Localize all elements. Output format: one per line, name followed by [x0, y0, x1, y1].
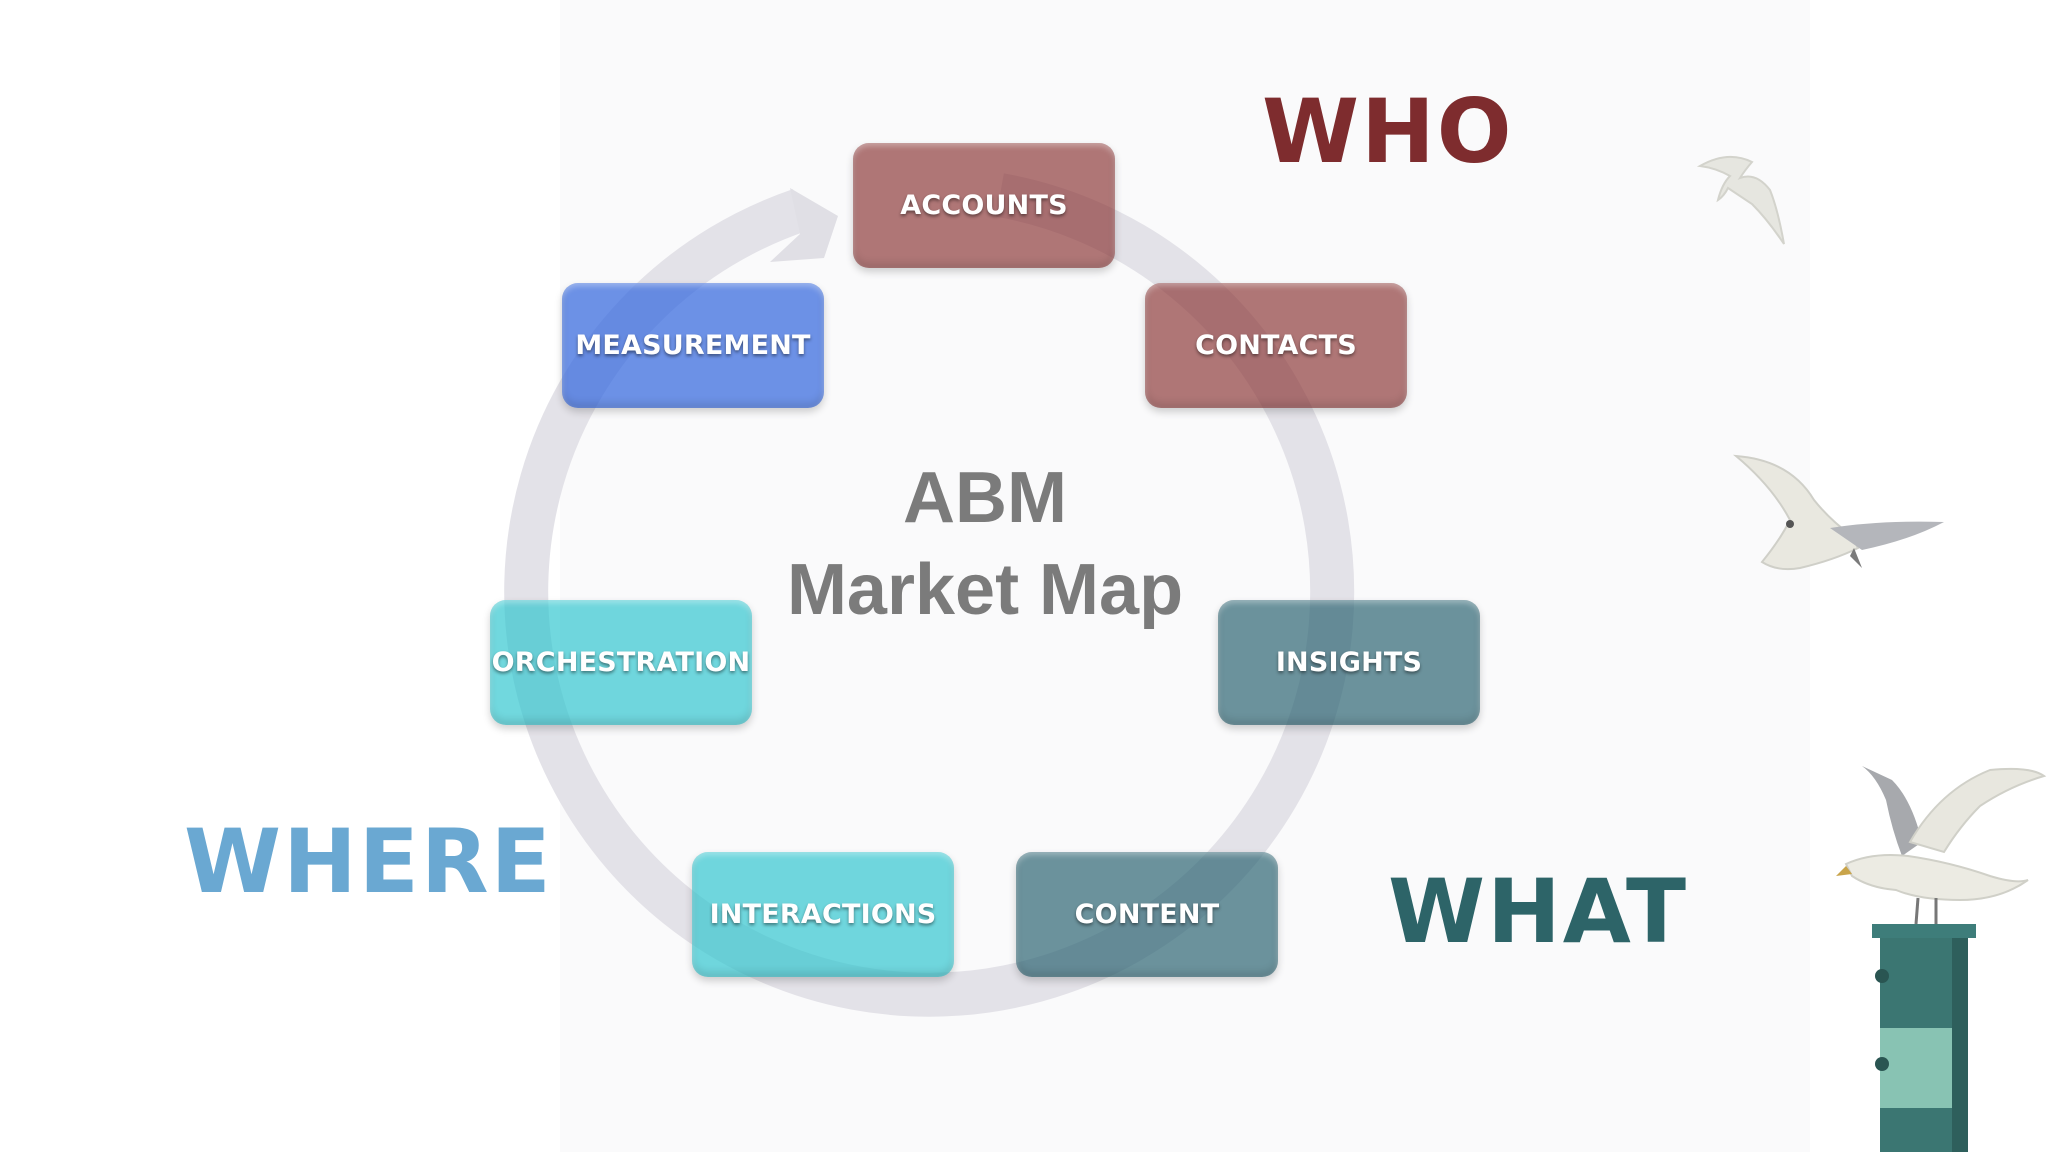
node-insights: INSIGHTS: [1218, 600, 1480, 725]
heading-where: WHERE: [184, 810, 553, 913]
heading-what: WHAT: [1388, 860, 1689, 963]
node-accounts: ACCOUNTS: [853, 143, 1115, 268]
center-title-line2: Market Map: [786, 550, 1184, 630]
node-interactions: INTERACTIONS: [692, 852, 954, 977]
cycle-ring: [504, 173, 1355, 1017]
center-title: ABM Market Map: [760, 452, 1210, 636]
seagull-icon: [1696, 155, 1785, 245]
center-title-line1: ABM: [903, 458, 1067, 538]
node-contacts: CONTACTS: [1145, 283, 1407, 408]
seagull-icon: [1732, 454, 1944, 571]
node-orchestration: ORCHESTRATION: [490, 600, 752, 725]
lighthouse-icon: [1872, 924, 1976, 1152]
node-measurement: MEASUREMENT: [562, 283, 824, 408]
node-content: CONTENT: [1016, 852, 1278, 977]
seagull-icon: [1836, 766, 2047, 925]
heading-who: WHO: [1262, 80, 1514, 183]
cycle-arrowhead-icon: [770, 188, 838, 262]
